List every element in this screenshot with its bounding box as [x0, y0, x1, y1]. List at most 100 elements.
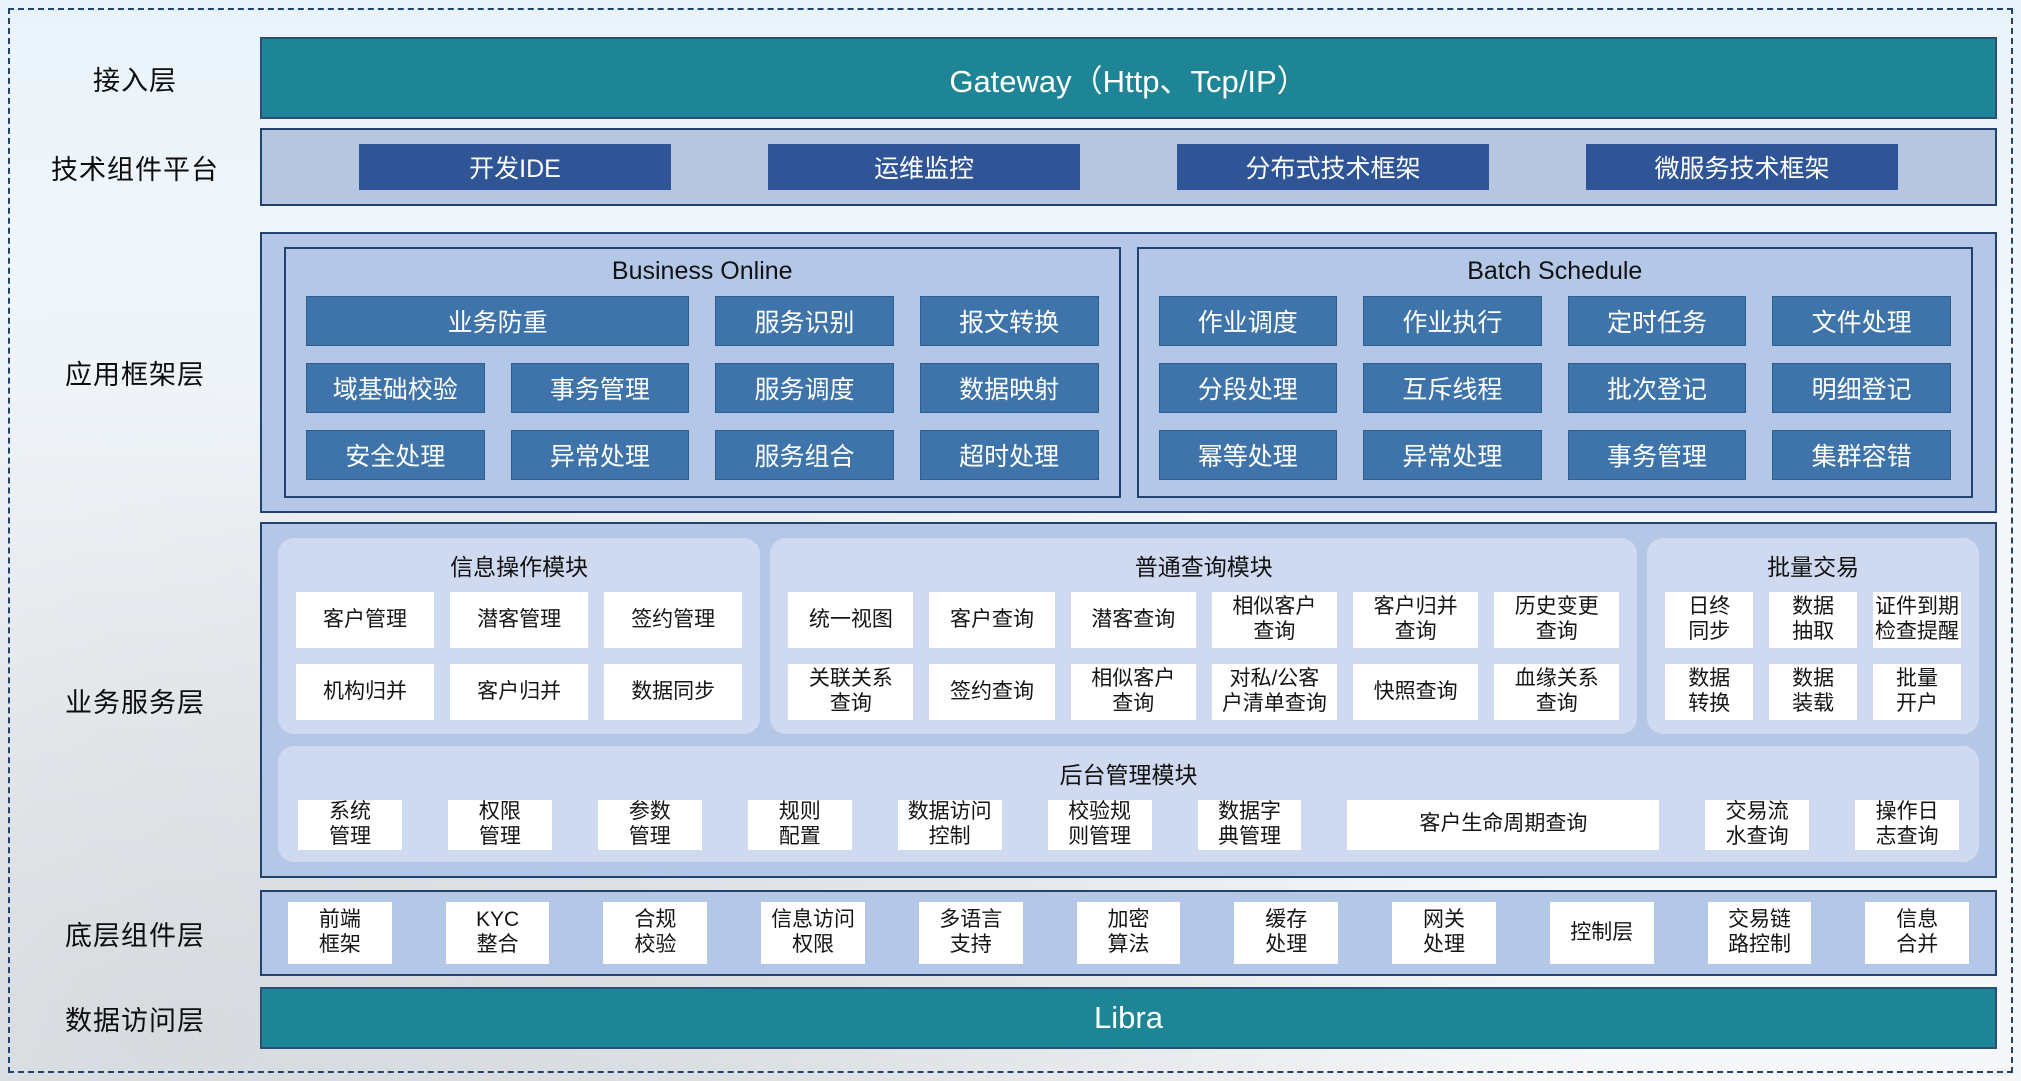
- service-item: 历史变更 查询: [1494, 592, 1620, 648]
- framework-item: 定时任务: [1567, 296, 1747, 346]
- service-item: 血缘关系 查询: [1494, 664, 1620, 720]
- admin-module-title: 后台管理模块: [1059, 762, 1198, 788]
- framework-item: 报文转换: [919, 296, 1099, 346]
- admin-item: 参数 管理: [597, 800, 702, 850]
- admin-item: 规则 配置: [747, 800, 852, 850]
- layer-label-service: 业务服务层: [65, 687, 205, 718]
- tech-platform-container: 开发IDE 运维监控 分布式技术框架 微服务技术框架: [260, 128, 1997, 206]
- service-item: 统一视图: [788, 592, 914, 648]
- service-item: 相似客户 查询: [1070, 664, 1196, 720]
- service-item: 客户管理: [296, 592, 435, 648]
- layer-label-access: 接入层: [93, 65, 177, 96]
- batch-schedule-panel: Batch Schedule 作业调度 作业执行 定时任务 文件处理 分段处理 …: [1136, 247, 1973, 498]
- admin-item: 客户生命周期查询: [1347, 800, 1660, 850]
- business-online-title: Business Online: [611, 257, 793, 285]
- admin-module: 后台管理模块 系统 管理 权限 管理 参数 管理 规则 配置 数据访问 控制 校…: [278, 746, 1979, 862]
- admin-item: 校验规 则管理: [1047, 800, 1152, 850]
- service-item: 日终 同步: [1665, 592, 1754, 648]
- service-item: 潜客查询: [1070, 592, 1196, 648]
- service-item: 批量 开户: [1873, 664, 1961, 720]
- batch-trade-grid: 日终 同步 数据 抽取 证件到期 检查提醒 数据 转换 数据 装载 批量 开户: [1665, 592, 1961, 720]
- access-layer-row: 接入层 Gateway（Http、Tcp/IP）: [10, 37, 2011, 119]
- component-layer-row: 底层组件层 前端 框架 KYC 整合 合规 校验 信息访问 权限 多语言 支持 …: [10, 890, 2011, 976]
- business-online-grid: 业务防重 服务识别 报文转换 域基础校验 事务管理 服务调度 数据映射 安全处: [306, 296, 1099, 480]
- framework-item: 超时处理: [919, 430, 1099, 480]
- batch-schedule-title: Batch Schedule: [1467, 257, 1643, 285]
- slide-border: 接入层 Gateway（Http、Tcp/IP） 技术组件平台 开发IDE 运维…: [8, 8, 2013, 1073]
- framework-item: 互斥线程: [1363, 363, 1542, 413]
- framework-item: 事务管理: [510, 363, 690, 413]
- service-item: 数据 抽取: [1769, 592, 1858, 648]
- framework-item: 作业执行: [1363, 296, 1542, 346]
- admin-item: 操作日 志查询: [1855, 800, 1960, 850]
- component-item: 加密 算法: [1076, 902, 1181, 964]
- batch-trade-module: 批量交易 日终 同步 数据 抽取 证件到期 检查提醒 数据 转换 数据 装载: [1647, 538, 1979, 734]
- framework-item: 分段处理: [1158, 363, 1338, 413]
- data-access-layer-row: 数据访问层 Libra: [10, 987, 2011, 1049]
- framework-item: 服务识别: [715, 296, 894, 346]
- tech-item: 运维监控: [768, 144, 1080, 190]
- service-item: 签约管理: [604, 592, 743, 648]
- service-item: 客户查询: [929, 592, 1055, 648]
- service-item: 关联关系 查询: [788, 664, 914, 720]
- framework-item: 安全处理: [306, 430, 485, 480]
- framework-item: 批次登记: [1567, 363, 1747, 413]
- tech-item: 分布式技术框架: [1177, 144, 1489, 190]
- service-item: 客户归并: [450, 664, 589, 720]
- admin-item: 系统 管理: [298, 800, 402, 850]
- libra-bar: Libra: [260, 987, 1997, 1049]
- service-item: 对私/公客 户清单查询: [1211, 664, 1337, 720]
- layer-label-component: 底层组件层: [65, 920, 205, 951]
- service-container: 信息操作模块 客户管理 潜客管理 签约管理 机构归并 客户归并: [260, 522, 1997, 878]
- business-online-panel: Business Online 业务防重 服务识别 报文转换 域基础校验 事务管…: [284, 247, 1121, 498]
- admin-module-row: 系统 管理 权限 管理 参数 管理 规则 配置 数据访问 控制 校验规 则管理 …: [298, 800, 1960, 850]
- service-layer-row: 业务服务层 信息操作模块 客户管理 潜客管理 签约管理 机构归并: [10, 522, 2011, 878]
- framework-container: Business Online 业务防重 服务识别 报文转换 域基础校验 事务管…: [260, 232, 1997, 513]
- service-item: 签约查询: [929, 664, 1055, 720]
- layer-label-tech: 技术组件平台: [51, 154, 219, 185]
- framework-item: 明细登记: [1772, 363, 1951, 413]
- framework-item: 服务组合: [715, 430, 894, 480]
- framework-item: 异常处理: [1363, 430, 1542, 480]
- info-operation-grid: 客户管理 潜客管理 签约管理 机构归并 客户归并 数据同步: [296, 592, 743, 720]
- framework-item: 集群容错: [1772, 430, 1951, 480]
- info-operation-module: 信息操作模块 客户管理 潜客管理 签约管理 机构归并 客户归并: [278, 538, 761, 734]
- layer-label-data-access: 数据访问层: [65, 1005, 205, 1036]
- service-item: 相似客户 查询: [1211, 592, 1337, 648]
- component-item: 合规 校验: [603, 902, 708, 964]
- service-item: 数据 装载: [1769, 664, 1858, 720]
- framework-item: 作业调度: [1158, 296, 1338, 346]
- admin-item: 数据访问 控制: [897, 800, 1002, 850]
- service-item: 数据同步: [604, 664, 743, 720]
- framework-item: 服务调度: [715, 363, 894, 413]
- admin-item: 权限 管理: [447, 800, 552, 850]
- common-query-grid: 统一视图 客户查询 潜客查询 相似客户 查询 客户归并 查询 历史变更 查询: [788, 592, 1620, 720]
- component-item: 信息 合并: [1865, 902, 1970, 964]
- component-item: 前端 框架: [288, 902, 392, 964]
- tech-platform-row: 技术组件平台 开发IDE 运维监控 分布式技术框架 微服务技术框架: [10, 128, 2011, 206]
- framework-item: 异常处理: [510, 430, 690, 480]
- component-item: 交易链 路控制: [1707, 902, 1812, 964]
- component-item: KYC 整合: [445, 902, 550, 964]
- layer-label-framework: 应用框架层: [65, 360, 205, 390]
- framework-item: 数据映射: [919, 363, 1099, 413]
- gateway-bar: Gateway（Http、Tcp/IP）: [260, 37, 1997, 119]
- tech-item: 开发IDE: [359, 144, 671, 190]
- info-operation-title: 信息操作模块: [450, 554, 589, 580]
- framework-item: 事务管理: [1567, 430, 1747, 480]
- framework-layer-row: 应用框架层 Business Online 业务防重 服务识别 报文转换 域基础…: [10, 232, 2011, 513]
- batch-trade-title: 批量交易: [1767, 554, 1860, 580]
- component-item: 控制层: [1549, 902, 1654, 964]
- tech-item: 微服务技术框架: [1586, 144, 1898, 190]
- framework-item: 域基础校验: [306, 363, 485, 413]
- service-item: 快照查询: [1352, 664, 1479, 720]
- admin-item: 数据字 典管理: [1197, 800, 1302, 850]
- service-item: 机构归并: [296, 664, 435, 720]
- framework-item: 业务防重: [306, 296, 690, 346]
- component-item: 多语言 支持: [918, 902, 1023, 964]
- common-query-module: 普通查询模块 统一视图 客户查询 潜客查询 相似客户 查询 客户归并 查询: [770, 538, 1638, 734]
- component-item: 网关 处理: [1392, 902, 1496, 964]
- component-item: 信息访问 权限: [761, 902, 865, 964]
- service-item: 证件到期 检查提醒: [1873, 592, 1961, 648]
- service-item: 数据 转换: [1665, 664, 1754, 720]
